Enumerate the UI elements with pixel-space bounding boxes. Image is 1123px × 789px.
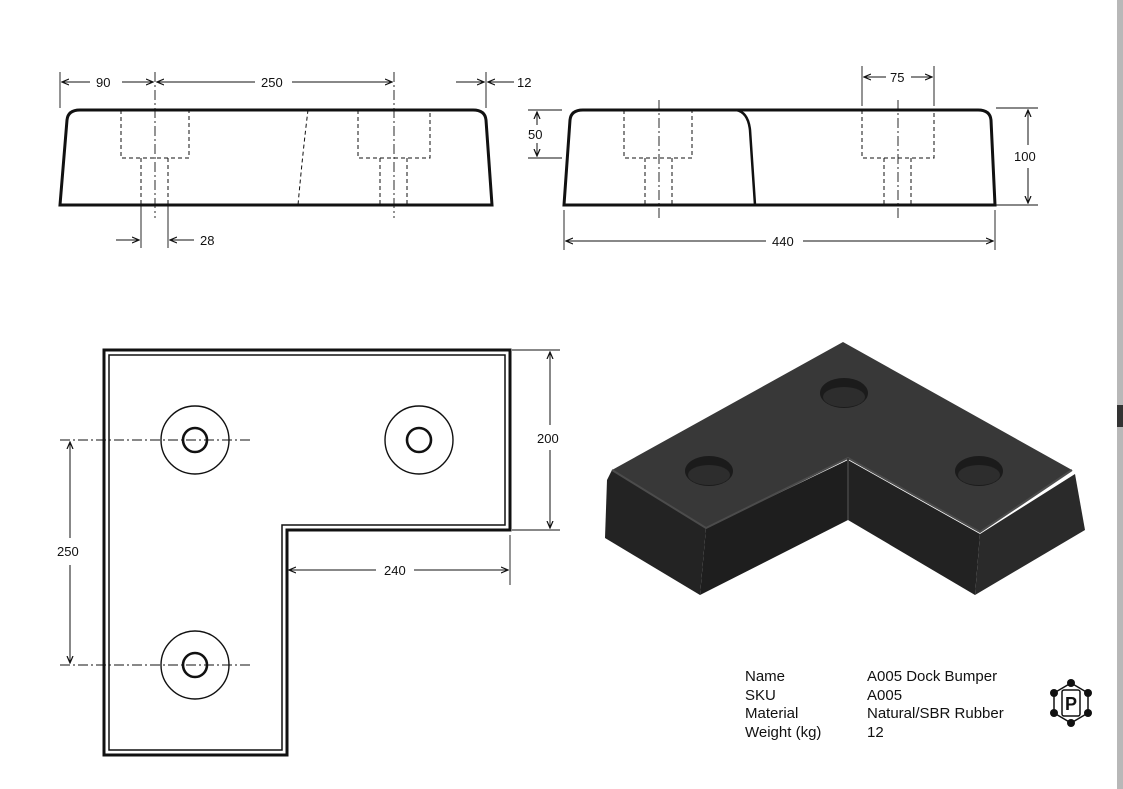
dim-90-label: 90 (96, 75, 110, 90)
brand-logo-letter: P (1065, 694, 1077, 714)
bumper-hole-1 (820, 378, 868, 408)
dim-100-label: 100 (1014, 149, 1036, 164)
top-view-inner-outline (108, 354, 506, 751)
front-centerlines (154, 72, 395, 218)
dim-50-label: 50 (528, 127, 542, 142)
brand-logo-icon: P (1050, 679, 1092, 727)
side-view-outline (562, 108, 997, 207)
dim-250-side-label: 250 (57, 544, 79, 559)
top-hole-b (384, 405, 454, 475)
spec-weight-label: Weight (kg) (745, 723, 822, 741)
spec-name-label: Name (745, 668, 786, 685)
spec-sku-label: SKU (745, 686, 776, 704)
front-hidden-edge (297, 109, 309, 206)
page-edge-strip (1117, 0, 1123, 789)
spec-row-sku: SKU A005 (745, 687, 1004, 706)
front-view-outline (58, 108, 494, 207)
dim-240-label: 240 (384, 563, 406, 578)
spec-row-weight: Weight (kg) 12 (745, 724, 1004, 743)
dim-75-label: 75 (890, 70, 904, 85)
dim-200-label: 200 (537, 431, 559, 446)
page-edge-marker (1117, 405, 1123, 427)
spec-table: Name A005 Dock Bumper SKU A005 Material … (745, 668, 1004, 742)
spec-name-value: A005 Dock Bumper (867, 668, 998, 685)
bumper-top-face (612, 342, 1072, 532)
bumper-3d-render (605, 342, 1085, 595)
dim-440-label: 440 (772, 234, 794, 249)
spec-material-label: Material (745, 705, 799, 722)
side-view (528, 66, 1038, 250)
bumper-hole-2 (685, 456, 733, 486)
spec-sku-value: A005 (867, 686, 903, 704)
front-hole-left (120, 110, 190, 205)
side-view-divider (735, 108, 757, 206)
side-hole-left (623, 110, 693, 205)
dim-28-label: 28 (200, 233, 214, 248)
top-view (60, 348, 560, 757)
bumper-hole-3 (955, 456, 1003, 486)
spec-weight-value: 12 (867, 723, 884, 741)
dim-12-label: 12 (517, 75, 531, 90)
spec-row-name: Name A005 Dock Bumper (745, 668, 1004, 687)
dim-250-top-label: 250 (261, 75, 283, 90)
top-view-outline (102, 348, 512, 757)
front-view (58, 72, 514, 248)
spec-row-material: Material Natural/SBR Rubber (745, 705, 1004, 724)
spec-material-value: Natural/SBR Rubber (867, 705, 1004, 722)
